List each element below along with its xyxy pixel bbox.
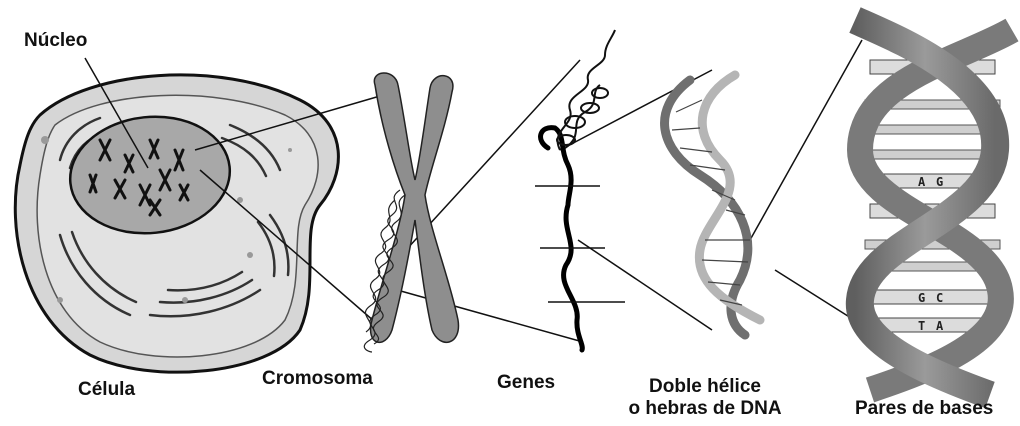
base-letter: G xyxy=(936,175,943,189)
double-helix-illustration xyxy=(665,75,760,335)
genes-label: Genes xyxy=(497,372,555,394)
base-pairs-label: Pares de bases xyxy=(855,398,993,420)
double-helix-label-line1: Doble hélice xyxy=(600,376,810,398)
chromosome-label: Cromosoma xyxy=(262,368,373,390)
gene-dna-strand xyxy=(541,128,583,350)
base-letter: C xyxy=(936,291,943,305)
double-helix-label: Doble hélice o hebras de DNA xyxy=(600,376,810,420)
nucleus-label: Núcleo xyxy=(24,30,87,52)
cell-label: Célula xyxy=(78,379,135,401)
base-letter: A xyxy=(936,319,944,333)
base-letter: T xyxy=(918,319,925,333)
cell-illustration xyxy=(15,75,338,372)
chromosome-illustration xyxy=(364,73,458,352)
gene-coil xyxy=(557,30,615,150)
base-pair-rung xyxy=(870,290,995,304)
genes-illustration xyxy=(535,30,625,350)
gene-boundary-ticks xyxy=(535,186,625,302)
base-letter: G xyxy=(918,291,925,305)
base-letter: A xyxy=(918,175,926,189)
double-helix-label-line2: o hebras de DNA xyxy=(600,398,810,420)
